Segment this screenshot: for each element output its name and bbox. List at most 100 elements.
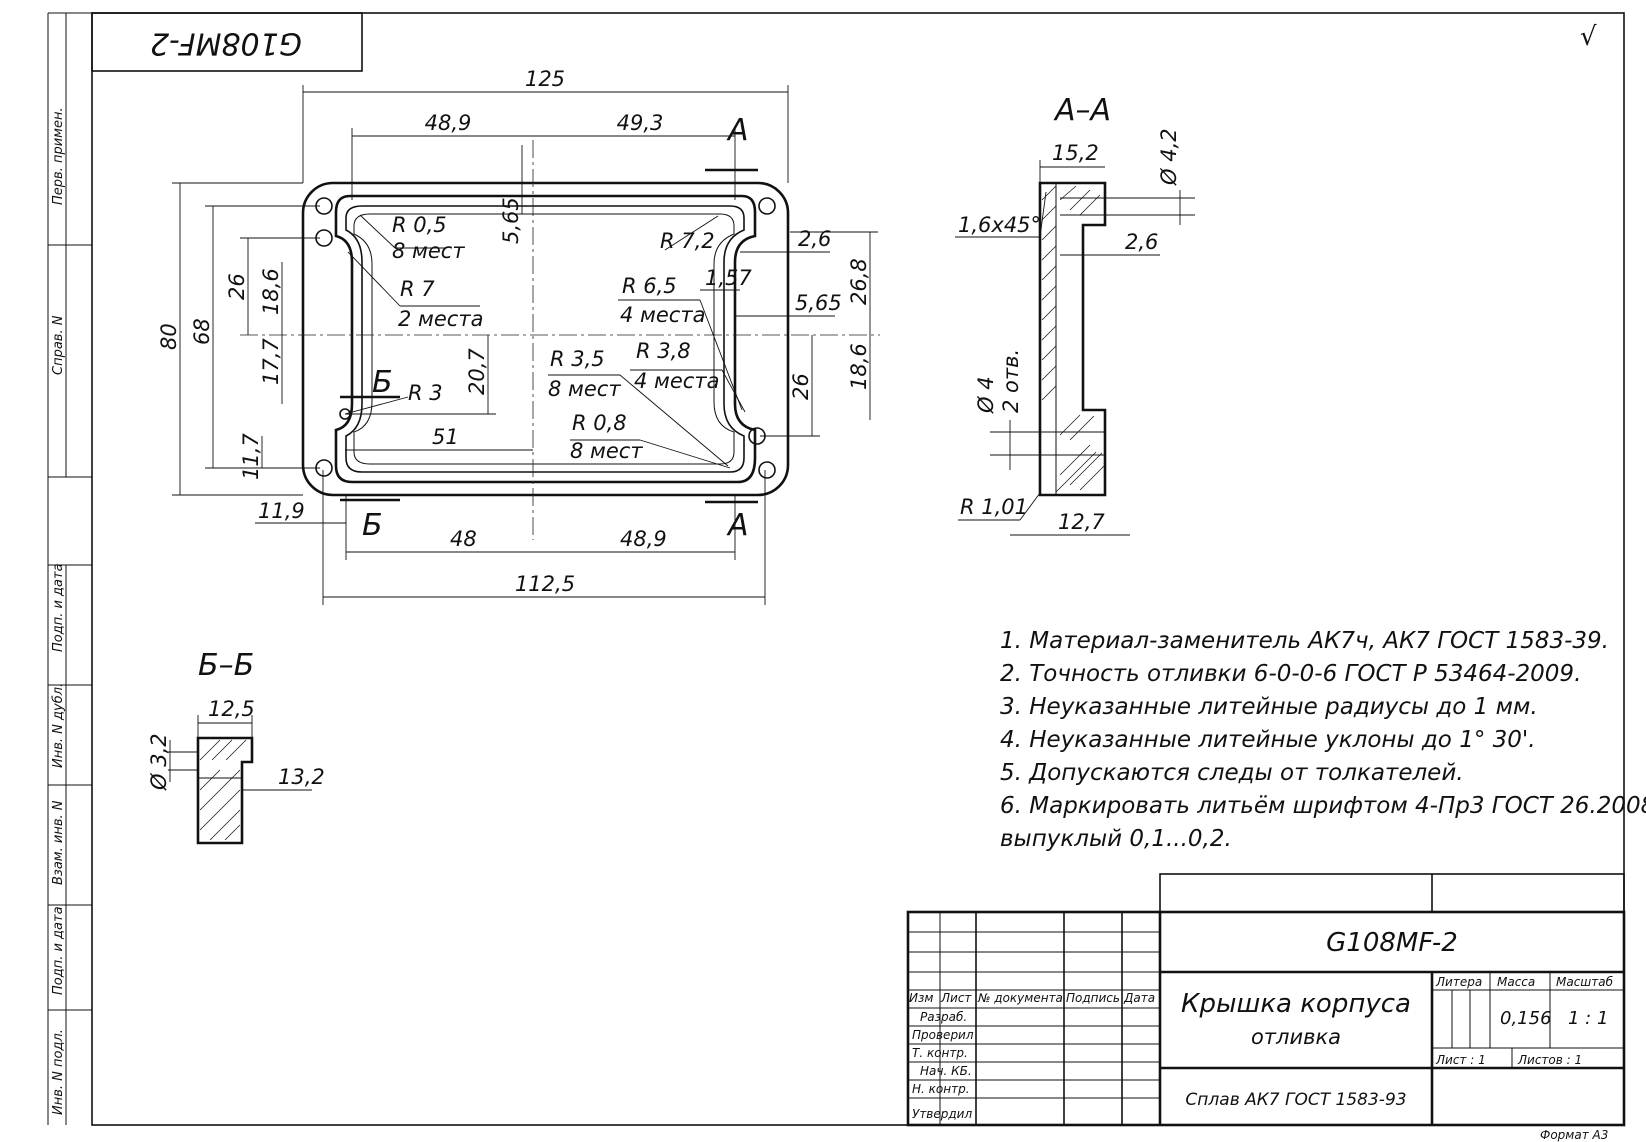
col-doc: № документа <box>977 991 1063 1005</box>
dim-r7-2: R 7,2 <box>660 229 715 253</box>
note-5: 5. Допускаются следы от толкателей. <box>1000 760 1464 786</box>
left-strip: Перв. примен. Справ. N Подп. и дата Инв.… <box>47 12 92 1125</box>
format-label: Формат А3 <box>1540 1128 1608 1142</box>
dim-5-65-right: 5,65 <box>795 291 842 315</box>
label-replaced-inv: Взам. инв. N <box>51 800 66 885</box>
dim-15-2: 15,2 <box>1052 141 1099 165</box>
col-list: Лист <box>940 991 972 1005</box>
label-masshtab: Масштаб <box>1556 975 1614 989</box>
part-name: Крышка корпуса <box>1181 989 1411 1019</box>
part-subname: отливка <box>1251 1025 1341 1049</box>
dim-r0-5-count: 8 мест <box>392 239 465 263</box>
dim-18-6-left: 18,6 <box>259 268 283 315</box>
dim-18-6-right: 18,6 <box>847 343 871 390</box>
note-6-cont: выпуклый 0,1...0,2. <box>1000 826 1232 852</box>
section-mark-a-top: A <box>726 113 749 148</box>
dim-26-left: 26 <box>225 273 249 300</box>
plan-view <box>240 140 880 540</box>
dim-13-2: 13,2 <box>278 765 325 789</box>
dim-r0-8: R 0,8 <box>572 411 627 435</box>
note-6: 6. Маркировать литьём шрифтом 4-Пр3 ГОСТ… <box>1000 793 1646 819</box>
section-bb: Б–Б 12,5 Ø 3,2 13,2 <box>147 648 325 845</box>
dim-1-57: 1,57 <box>705 266 752 290</box>
dim-48-9-bottom: 48,9 <box>620 527 667 551</box>
label-first-use: Перв. примен. <box>51 107 66 205</box>
dim-80: 80 <box>157 323 181 350</box>
roughness-mark: √ <box>1580 22 1597 52</box>
section-bb-title: Б–Б <box>198 648 254 683</box>
dim-51: 51 <box>432 425 459 449</box>
svg-text:G108MF-2: G108MF-2 <box>150 26 302 61</box>
dim-r6-5: R 6,5 <box>622 274 677 298</box>
dim-r7: R 7 <box>400 277 435 301</box>
dim-d4-2: Ø 4,2 <box>1157 128 1181 186</box>
row-utv: Утвердил <box>912 1107 972 1121</box>
dim-2-6-right: 2,6 <box>798 227 831 251</box>
dim-r0-8-count: 8 мест <box>570 439 643 463</box>
dim-11-9: 11,9 <box>258 499 305 523</box>
section-aa-title: A–A <box>1053 93 1111 128</box>
dim-r3-5-count: 8 мест <box>548 377 621 401</box>
dim-17-7-left: 17,7 <box>259 338 283 385</box>
label-sign-date-2: Подп. и дата <box>51 906 66 995</box>
dim-chamfer: 1,6x45° <box>958 213 1041 237</box>
dim-r3: R 3 <box>408 381 443 405</box>
note-4: 4. Неуказанные литейные уклоны до 1° 30'… <box>1000 727 1536 753</box>
sheet-count: Листов : 1 <box>1517 1053 1582 1067</box>
plan-dimensions: 125 48,9 49,3 A A 5,65 R 0,5 8 мест R 7 … <box>157 67 878 605</box>
dim-d3-2: Ø 3,2 <box>147 733 171 791</box>
designation: G108MF-2 <box>1326 928 1458 958</box>
material: Сплав АК7 ГОСТ 1583-93 <box>1185 1090 1406 1110</box>
section-mark-b-bottom: Б <box>362 508 383 543</box>
inner-frame <box>91 12 1625 1126</box>
row-nkontr: Н. контр. <box>912 1082 970 1096</box>
dim-125: 125 <box>525 67 565 91</box>
label-litera: Литера <box>1435 975 1482 989</box>
col-izm: Изм <box>909 991 933 1005</box>
dim-r3-8-count: 4 места <box>634 369 719 393</box>
row-tkontr: Т. контр. <box>912 1046 968 1060</box>
dim-26-8: 26,8 <box>847 258 871 305</box>
row-nach: Нач. КБ. <box>920 1064 972 1078</box>
label-reference: Справ. N <box>51 315 66 375</box>
label-massa: Масса <box>1497 975 1535 989</box>
dim-20-7: 20,7 <box>465 348 489 395</box>
section-mark-b-top: Б <box>372 365 393 400</box>
dim-49-3-top: 49,3 <box>617 111 664 135</box>
dim-12-5: 12,5 <box>208 697 255 721</box>
note-2: 2. Точность отливки 6-0-0-6 ГОСТ Р 53464… <box>1000 661 1581 687</box>
dim-12-7: 12,7 <box>1058 510 1105 534</box>
col-sign: Подпись <box>1066 991 1120 1005</box>
drawing-number-stamp: G108MF-2 <box>91 12 363 72</box>
dim-26-right-lower: 26 <box>789 373 813 400</box>
dim-68: 68 <box>190 318 214 345</box>
dim-48-bottom: 48 <box>450 527 477 551</box>
section-aa: A–A <box>955 93 1195 536</box>
dim-48-9-top: 48,9 <box>425 111 472 135</box>
note-3: 3. Неуказанные литейные радиусы до 1 мм. <box>1000 694 1538 720</box>
technical-notes: 1. Материал-заменитель АК7ч, АК7 ГОСТ 15… <box>1000 628 1646 852</box>
dim-11-7-left: 11,7 <box>239 433 263 480</box>
dim-r0-5: R 0,5 <box>392 213 447 237</box>
section-mark-a-bottom: A <box>726 508 749 543</box>
dim-r7-count: 2 места <box>398 307 483 331</box>
label-inv-dup: Инв. N дубл. <box>51 683 66 768</box>
dim-r1-01: R 1,01 <box>960 495 1028 519</box>
dim-2-6-aa: 2,6 <box>1125 230 1158 254</box>
col-date: Дата <box>1123 991 1155 1005</box>
dim-d4-count: 2 отв. <box>999 349 1023 413</box>
title-block: Изм Лист № документа Подпись Дата Разраб… <box>906 873 1626 1127</box>
sheet-number: Лист : 1 <box>1435 1053 1486 1067</box>
note-1: 1. Материал-заменитель АК7ч, АК7 ГОСТ 15… <box>1000 628 1609 654</box>
label-sign-date-1: Подп. и дата <box>51 563 66 652</box>
mass-value: 0,156 <box>1500 1008 1552 1029</box>
dim-5-65-top: 5,65 <box>499 197 523 244</box>
scale-value: 1 : 1 <box>1568 1008 1608 1029</box>
dim-d4: Ø 4 <box>974 376 998 414</box>
row-razrab: Разраб. <box>920 1010 967 1024</box>
row-prov: Проверил <box>912 1028 974 1042</box>
label-inv-orig: Инв. N подл. <box>51 1029 66 1115</box>
dim-112-5: 112,5 <box>515 572 575 596</box>
dim-r3-5: R 3,5 <box>550 347 605 371</box>
